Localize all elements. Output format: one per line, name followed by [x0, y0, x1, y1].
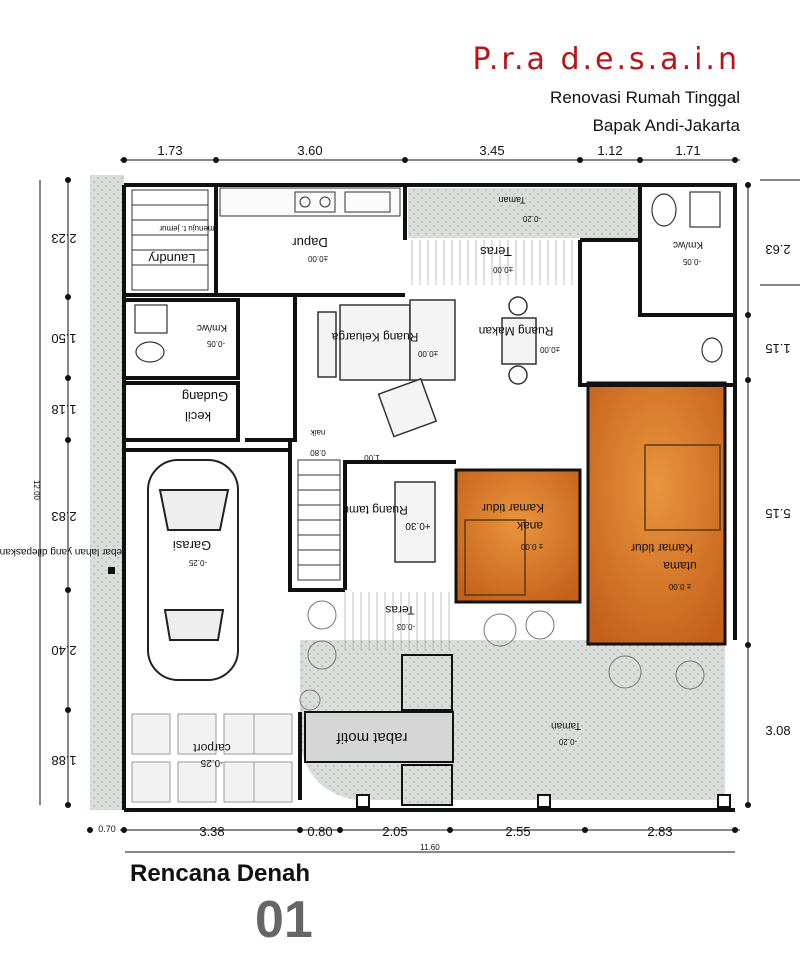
dim-left-3: 1.18: [51, 402, 76, 417]
dim-left-6: 1.88: [51, 753, 76, 768]
brand-title: P.r.a d.e.s.a.i.n: [472, 42, 740, 77]
car-icon: [147, 459, 239, 681]
stair-top: [131, 189, 209, 291]
site-marker: [108, 567, 115, 574]
label-garasi-lvl: -0.25: [188, 558, 207, 567]
side-strip-garden: [90, 175, 124, 810]
label-dapur-lvl: ±0.00: [307, 254, 328, 263]
label-gudang-1: Gudang: [182, 389, 228, 404]
label-taman-front-lvl: -0.20: [558, 737, 577, 746]
front-pillars: [356, 794, 731, 808]
label-carport-lvl: -0.25: [200, 757, 223, 768]
label-laundry: Laundry: [148, 251, 195, 266]
planter-1: [401, 654, 453, 711]
plants: [299, 600, 705, 711]
label-gudang-2: kecil: [185, 409, 211, 424]
stair-middle: [297, 459, 341, 581]
dim-top-4: 1.12: [597, 143, 622, 158]
dim-bottom-1: 0.70: [98, 824, 116, 834]
kitchen-counter: [219, 187, 401, 217]
plan-title: Rencana Denah: [130, 860, 311, 887]
rabat-area: [304, 711, 454, 763]
label-utama-2: utama: [663, 559, 697, 573]
label-anak-lvl: ± 0.00: [520, 542, 543, 551]
dim-left-1: 2.23: [51, 231, 76, 246]
label-taman-top-lvl: -0.20: [522, 214, 541, 223]
project-name: Renovasi Rumah Tinggal: [550, 88, 740, 107]
dim-top-3: 3.45: [479, 143, 504, 158]
label-naik-width: 0.80: [310, 448, 326, 457]
side-note: lebar lahan yang dilepaskan: [0, 546, 124, 557]
dim-bottom-total: 11.60: [420, 843, 440, 852]
dim-top-1: 1.73: [157, 143, 182, 158]
label-keluarga: Ruang Keluarga: [331, 330, 418, 344]
label-utama-1: Kamar tidur: [631, 541, 693, 555]
terrace-top-stripes: [411, 240, 573, 285]
dimension-lines: [39, 159, 800, 853]
beds: [464, 444, 721, 596]
label-makan-lvl: ±0.00: [539, 345, 560, 354]
dim-left-2: 1.50: [51, 331, 76, 346]
dim-bottom-3: 0.80: [307, 824, 332, 839]
client-name: Bapak Andi-Jakarta: [592, 116, 740, 135]
planter-2: [401, 764, 453, 806]
label-anak-1: Kamar tidur: [482, 501, 544, 515]
garden-top: [408, 188, 638, 238]
dim-right-2: 1.15: [765, 341, 790, 356]
dim-top-5: 1.71: [675, 143, 700, 158]
dim-bottom-6: 2.83: [647, 824, 672, 839]
label-tamu-lvl: +0.30: [405, 520, 431, 531]
label-carport: carport: [193, 741, 231, 755]
dim-right-4: 3.08: [765, 723, 790, 738]
label-kmwc-right: Km/wc: [673, 239, 703, 250]
label-taman-top: Taman: [498, 195, 525, 205]
label-anak-2: anak: [516, 519, 543, 533]
label-dapur: Dapur: [292, 235, 328, 250]
label-teras-front-lvl: -0.03: [396, 622, 415, 631]
label-keluarga-lvl: ±0.00: [417, 349, 438, 358]
dimension-ticks: [65, 157, 751, 833]
terrace-front-stripes: [344, 592, 450, 650]
dim-left-total: 12.00: [32, 480, 41, 501]
label-rabat: rabat motif: [336, 729, 408, 746]
label-makan: Ruang Makan: [479, 324, 554, 338]
label-teras-top: Teras: [480, 244, 512, 259]
dim-bottom-4: 2.05: [382, 824, 407, 839]
carport-tiles: [131, 713, 293, 803]
walls: [122, 183, 737, 812]
dim-right-1: 2.63: [765, 242, 790, 257]
label-menuju-jemur: menuju t. jemur: [159, 224, 214, 233]
bath-fixtures: [134, 191, 723, 363]
kamar-utama-fill: [586, 381, 727, 646]
dim-top-2: 3.60: [297, 143, 322, 158]
label-teras-front: Teras: [385, 603, 414, 617]
label-corridor-width: 1.00: [364, 453, 380, 462]
label-naik: naik: [310, 428, 326, 437]
label-kmwc-left: Km/wc: [197, 322, 227, 333]
label-tamu: Ruang tamu: [342, 503, 407, 517]
kamar-anak-fill: [454, 468, 582, 604]
dim-left-5: 2.40: [51, 643, 76, 658]
label-taman-front: Taman: [551, 720, 581, 731]
label-teras-top-lvl: ±0.00: [492, 265, 513, 274]
label-kmwc-left-lvl: -0.05: [206, 339, 225, 348]
label-garasi: Garasi: [173, 538, 211, 553]
plan-number: 01: [255, 891, 313, 949]
dim-bottom-5: 2.55: [505, 824, 530, 839]
dim-right-3: 5.15: [765, 506, 790, 521]
label-utama-lvl: ± 0.00: [668, 582, 691, 591]
dim-left-4: 2.83: [51, 509, 76, 524]
dim-bottom-2: 3.38: [199, 824, 224, 839]
label-kmwc-right-lvl: -0.05: [682, 257, 701, 266]
living-furniture: [317, 296, 537, 563]
